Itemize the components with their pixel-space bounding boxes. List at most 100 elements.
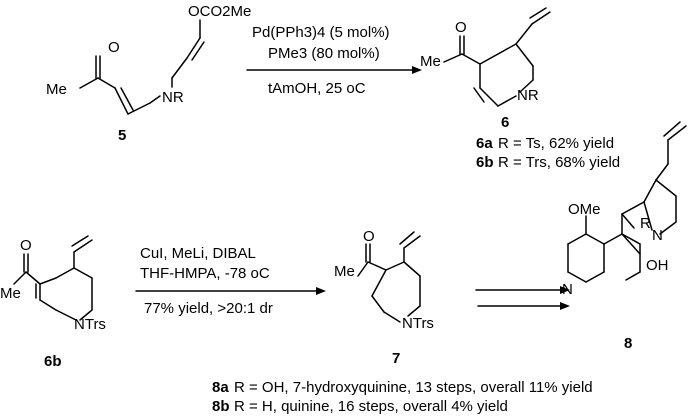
bond [403,235,421,249]
bond [625,271,641,281]
compound-number: 6b [44,353,62,370]
bond [371,269,387,297]
bond [186,37,201,59]
bond [479,87,499,107]
bond [461,53,481,65]
hydroxyl-label: OH [646,257,669,274]
bond [621,233,641,245]
arrow-head [560,302,570,310]
bond [585,271,605,283]
variant-text: R = H, quinine, 16 steps, overall 4% yie… [234,398,508,415]
bond [39,299,57,311]
multistep-arrows [475,286,570,310]
methyl-label: Me [420,53,441,70]
carbonate-label: OCO2Me [188,3,251,20]
bond [443,53,463,63]
amine-label: NTrs [402,315,434,332]
bond [383,311,401,323]
bond [73,267,93,279]
bond [621,201,645,215]
bond [643,201,653,231]
variant-id: 8a [212,379,229,396]
bond [357,261,369,277]
bond [663,121,681,137]
variant-text: R = OH, 7-hydroxyquinine, 13 steps, over… [234,379,593,396]
condition-line: PMe3 (80 mol%) [268,45,380,62]
bond [621,233,641,255]
methoxy-label: OMe [568,201,601,218]
bond [643,179,657,203]
bond [114,87,129,115]
bond [25,271,41,285]
condition-line: 77% yield, >20:1 dr [144,300,273,317]
bond [515,23,533,45]
bond [659,221,677,235]
variant-id: 6b [476,154,494,171]
bond [385,261,405,271]
condition-line: tAmOH, 25 oC [268,80,366,97]
bond [171,57,188,79]
compound-7-structure: O Me NTrs 7 [334,228,434,367]
methyl-label: Me [46,81,67,98]
amine-label: NR [162,89,184,106]
bond [79,309,93,321]
bond [407,305,421,317]
quinoline-nitrogen: N [562,281,573,298]
amine-label: NR [517,87,539,104]
bridge-nitrogen: N [652,227,663,244]
bond [519,79,534,93]
bond [127,102,151,115]
condition-line: CuI, MeLi, DIBAL [140,245,256,262]
bond [529,7,547,19]
bond [371,295,385,313]
condition-line: Pd(PPh3)4 (5 mol%) [252,24,390,41]
ketone-oxygen: O [455,19,467,36]
bond [531,11,551,25]
ketone-oxygen: O [363,228,375,245]
bond [655,163,669,181]
ketone-oxygen: O [108,39,120,56]
bond [497,95,517,107]
bond [97,77,116,89]
arrow-head [560,286,570,294]
bond [403,261,421,277]
compound-6b-structure: O Me NTrs 6b [0,235,106,370]
bond [399,231,415,245]
variant-text: R = Ts, 62% yield [498,135,614,152]
bond [515,43,534,67]
arrow-head [316,287,326,295]
bond [667,125,687,141]
bond [13,271,27,285]
bond [191,41,205,61]
methyl-label: Me [334,263,355,280]
condition-line: THF-HMPA, -78 oC [140,265,270,282]
bond [585,233,605,245]
compound-number: 8 [624,335,632,352]
compound-8-structure: OMe N OH R N 8 [562,121,687,352]
methyl-label: Me [0,285,21,302]
bond [603,233,623,245]
bond [149,95,161,104]
bond [655,179,677,197]
variant-id: 6a [476,135,493,152]
compound-number: 5 [118,127,126,144]
ketone-oxygen: O [20,237,32,254]
bond [621,213,635,229]
compound-6-structure: O Me NR 6 6a R = Ts, 62% yield 6b R = Tr… [420,7,620,171]
bond [567,271,587,283]
arrow-head [412,66,422,74]
bond [367,261,387,271]
bond [567,233,587,245]
bond [479,43,517,65]
bond [39,277,57,285]
r-group-label: R [640,215,651,232]
bond [71,235,89,247]
reaction-arrow-2: CuI, MeLi, DIBAL THF-HMPA, -78 oC 77% yi… [135,245,326,317]
variant-text: R = Trs, 68% yield [498,154,620,171]
bond [120,87,134,111]
bond [55,309,77,321]
variant-id: 8b [212,398,230,415]
bond [473,87,485,103]
